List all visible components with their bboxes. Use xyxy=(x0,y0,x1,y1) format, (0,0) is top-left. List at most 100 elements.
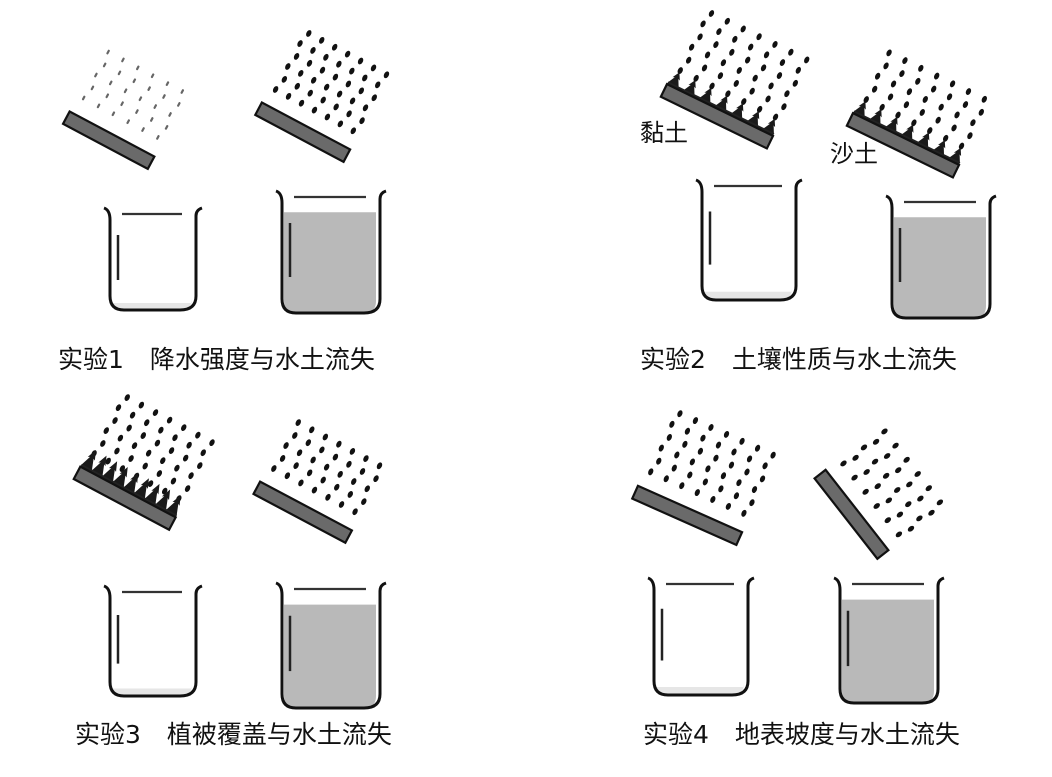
raindrop xyxy=(138,401,145,409)
raindrop xyxy=(294,82,301,90)
raindrop xyxy=(100,440,106,447)
raindrop xyxy=(138,96,143,102)
raindrop xyxy=(111,111,116,117)
raindrop xyxy=(762,462,768,470)
soil-board xyxy=(813,468,890,561)
raindrop xyxy=(336,440,342,448)
raindrop xyxy=(132,78,137,84)
raindrop xyxy=(902,57,908,64)
raindrop xyxy=(135,65,140,71)
raindrop xyxy=(892,442,899,449)
rain-drops xyxy=(81,49,185,140)
raindrop xyxy=(362,104,369,112)
raindrop xyxy=(895,467,902,474)
raindrop xyxy=(349,67,355,75)
raindrop xyxy=(322,433,329,441)
raindrop xyxy=(776,72,783,79)
raindrop xyxy=(671,464,677,472)
raindrop xyxy=(345,80,352,88)
raindrop xyxy=(161,487,168,495)
raindrop xyxy=(96,103,101,109)
raindrop xyxy=(729,48,735,56)
raindrop xyxy=(749,499,755,507)
raindrop xyxy=(751,486,758,493)
beaker-clear xyxy=(103,206,203,312)
raindrop xyxy=(298,99,305,107)
raindrop xyxy=(693,74,699,82)
beaker-outline xyxy=(885,194,997,320)
raindrop xyxy=(272,86,279,93)
raindrop xyxy=(954,111,960,119)
raindrop xyxy=(886,49,892,57)
raindrop xyxy=(728,461,735,469)
raindrop xyxy=(364,485,370,493)
raindrop xyxy=(310,76,317,84)
muddy-water xyxy=(284,212,376,313)
raindrop xyxy=(117,70,122,76)
soil-board xyxy=(659,82,775,150)
raindrop xyxy=(684,427,691,435)
raindrop xyxy=(792,79,798,87)
raindrop xyxy=(658,444,664,452)
raindrop xyxy=(182,454,189,462)
clear-water xyxy=(112,684,192,696)
beaker-muddy xyxy=(275,581,387,710)
raindrop xyxy=(713,41,719,48)
raindrop xyxy=(174,464,180,472)
raindrop xyxy=(271,465,277,472)
raindrop xyxy=(311,106,318,114)
raindrop xyxy=(965,88,972,95)
experiment-title: 地表坡度与水土流失 xyxy=(734,720,960,749)
raindrop xyxy=(765,95,771,103)
slope-setup xyxy=(72,394,215,532)
raindrop xyxy=(292,432,298,439)
raindrop xyxy=(144,419,150,427)
raindrop xyxy=(677,410,683,418)
raindrop xyxy=(882,472,890,479)
raindrop xyxy=(337,120,344,128)
raindrop xyxy=(919,109,925,116)
plant-shape xyxy=(166,495,181,516)
raindrop xyxy=(285,92,292,100)
raindrop xyxy=(154,439,161,447)
raindrop xyxy=(731,448,737,456)
experiment-title: 土壤性质与水土流失 xyxy=(731,345,957,374)
panel-experiment-1 xyxy=(61,30,390,315)
raindrop xyxy=(164,124,169,130)
slope-setup xyxy=(61,49,185,171)
plant-shape xyxy=(81,450,96,471)
raindrop xyxy=(320,476,326,484)
raindrop xyxy=(309,426,315,434)
slope-setup xyxy=(845,49,987,179)
raindrop xyxy=(978,108,984,116)
raindrop xyxy=(170,477,177,485)
raindrop xyxy=(907,525,915,532)
raindrop xyxy=(323,53,329,61)
raindrop xyxy=(90,85,95,91)
rain-drops xyxy=(677,10,810,121)
raindrop xyxy=(725,502,732,510)
raindrop xyxy=(334,483,340,491)
raindrop xyxy=(162,94,166,99)
raindrop xyxy=(119,465,126,472)
raindrop xyxy=(319,66,326,74)
raindrop xyxy=(881,428,888,435)
raindrop xyxy=(188,472,194,480)
raindrop xyxy=(928,509,935,516)
raindrop xyxy=(358,87,365,95)
raindrop xyxy=(347,491,353,498)
raindrop xyxy=(772,41,778,48)
beaker-outline xyxy=(275,581,387,710)
raindrop xyxy=(851,474,858,481)
raindrop xyxy=(180,89,185,94)
raindrop xyxy=(81,95,86,101)
raindrop xyxy=(165,81,170,87)
raindrop xyxy=(946,93,953,101)
raindrop xyxy=(306,30,312,37)
raindrop xyxy=(181,424,187,432)
raindrop xyxy=(697,33,703,41)
raindrop xyxy=(723,430,730,438)
raindrop xyxy=(346,460,352,468)
raindrop xyxy=(105,457,111,465)
